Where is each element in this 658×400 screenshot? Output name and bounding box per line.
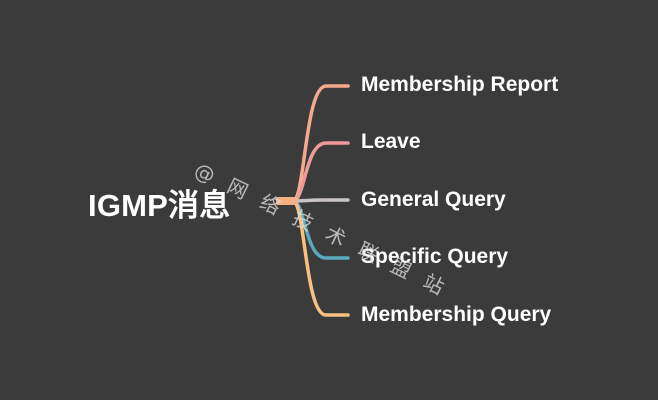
branch-node-membership-query[interactable]: Membership Query xyxy=(361,303,552,326)
branch-node-specific-query[interactable]: Specific Query xyxy=(361,245,509,268)
branch-node-general-query[interactable]: General Query xyxy=(361,188,506,211)
branch-connector-general-query xyxy=(291,198,350,203)
root-connector-bar xyxy=(276,197,298,205)
branch-connector-membership-query xyxy=(291,199,350,317)
branch-node-leave[interactable]: Leave xyxy=(361,130,421,153)
root-node-label[interactable]: IGMP消息 xyxy=(88,188,231,223)
branch-node-membership-report[interactable]: Membership Report xyxy=(361,73,559,96)
